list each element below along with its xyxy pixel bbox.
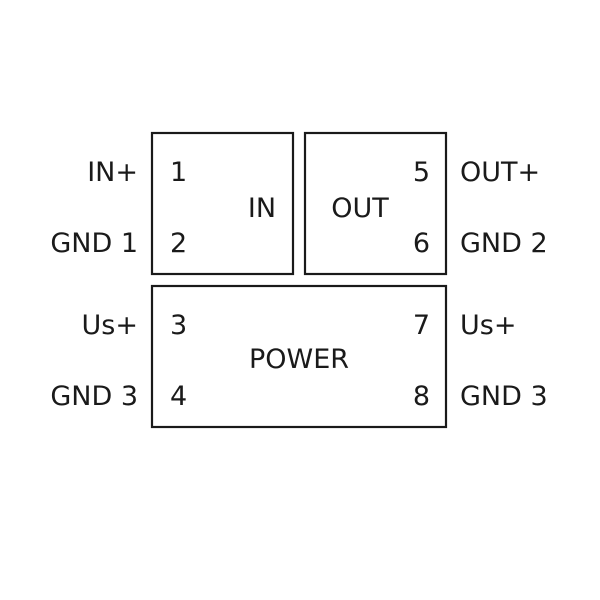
pin-4-label: GND 3	[50, 381, 138, 412]
pin-5-label: OUT+	[460, 157, 540, 188]
pin-5-number: 5	[413, 157, 430, 188]
in-section-label: IN	[248, 193, 276, 224]
power-section-box	[150, 284, 448, 429]
pin-7-number: 7	[413, 310, 430, 341]
pin-2-number: 2	[170, 228, 187, 259]
in-section-box	[150, 131, 295, 276]
pin-4-number: 4	[170, 381, 187, 412]
pin-3-label: Us+	[82, 310, 138, 341]
pin-1-number: 1	[170, 157, 187, 188]
pin-3-number: 3	[170, 310, 187, 341]
pin-6-number: 6	[413, 228, 430, 259]
pin-7-label: Us+	[460, 310, 516, 341]
pin-1-label: IN+	[87, 157, 138, 188]
out-section-label: OUT	[331, 193, 389, 224]
out-section-box	[303, 131, 448, 276]
pin-8-number: 8	[413, 381, 430, 412]
pin-8-label: GND 3	[460, 381, 548, 412]
power-section-label: POWER	[249, 344, 349, 375]
pin-6-label: GND 2	[460, 228, 548, 259]
pin-2-label: GND 1	[50, 228, 138, 259]
